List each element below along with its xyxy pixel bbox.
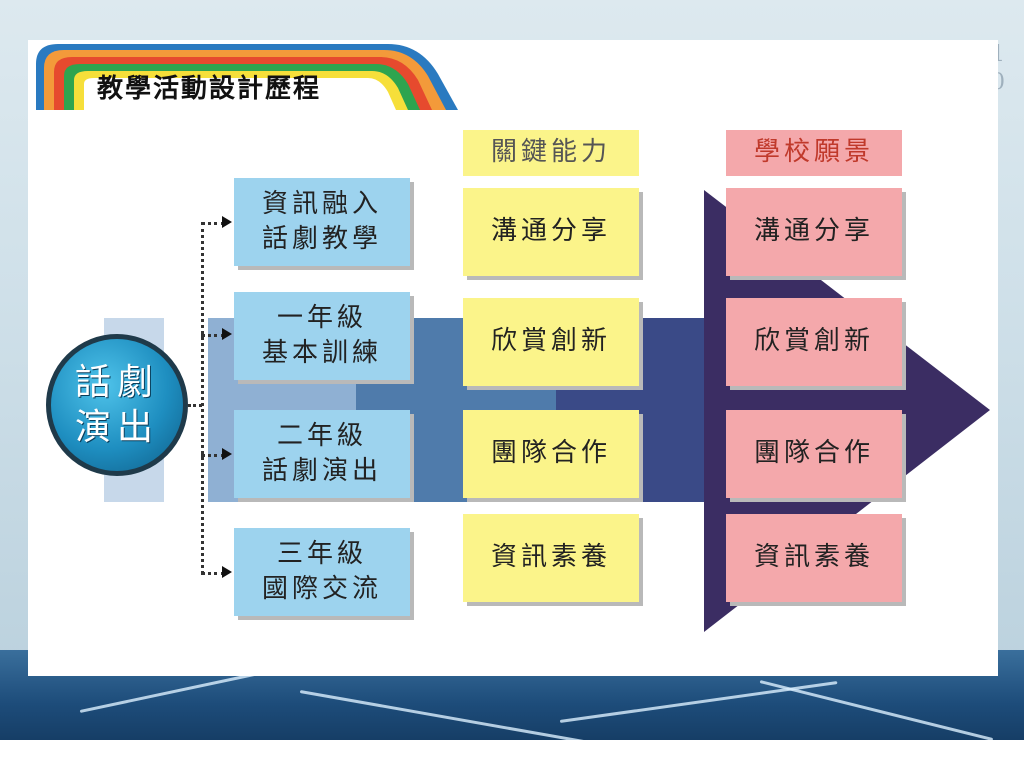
connector-4 bbox=[201, 572, 225, 575]
connector-vertical bbox=[201, 222, 204, 574]
activity-4-line2: 國際交流 bbox=[261, 574, 382, 604]
ability-box-2: 欣賞創新 bbox=[463, 298, 639, 386]
vision-box-1: 溝通分享 bbox=[726, 188, 902, 276]
activity-2-line1: 一年級 bbox=[276, 302, 367, 333]
ability-box-1: 溝通分享 bbox=[463, 188, 639, 276]
drama-performance-node: 話劇 演出 bbox=[46, 334, 188, 476]
activity-1-line2: 話劇教學 bbox=[261, 224, 382, 254]
activity-box-3: 二年級話劇演出 bbox=[234, 410, 410, 498]
center-node-line1: 話劇 bbox=[74, 362, 159, 403]
activity-3-line2: 話劇演出 bbox=[261, 456, 382, 486]
ability-box-3: 團隊合作 bbox=[463, 410, 639, 498]
vision-box-3: 團隊合作 bbox=[726, 410, 902, 498]
activity-2-line2: 基本訓練 bbox=[261, 338, 382, 368]
activity-box-1: 資訊融入話劇教學 bbox=[234, 178, 410, 266]
activity-4-line1: 三年級 bbox=[276, 538, 367, 569]
school-vision-header: 學校願景 bbox=[726, 130, 902, 176]
connector-hub bbox=[188, 404, 202, 407]
connector-2 bbox=[201, 334, 225, 337]
arrow-right-icon bbox=[222, 216, 232, 228]
activity-box-2: 一年級基本訓練 bbox=[234, 292, 410, 380]
activity-box-4: 三年級國際交流 bbox=[234, 528, 410, 616]
slide-title: 教學活動設計歷程 bbox=[97, 74, 322, 104]
ability-box-4: 資訊素養 bbox=[463, 514, 639, 602]
key-abilities-header: 關鍵能力 bbox=[463, 130, 639, 176]
arrow-right-icon bbox=[222, 566, 232, 578]
arrow-right-icon bbox=[222, 328, 232, 340]
vision-box-2: 欣賞創新 bbox=[726, 298, 902, 386]
connector-1 bbox=[201, 222, 225, 225]
footer-strip bbox=[0, 740, 1024, 768]
activity-3-line1: 二年級 bbox=[276, 420, 367, 451]
rainbow-banner-icon bbox=[36, 44, 458, 110]
arrow-right-icon bbox=[222, 448, 232, 460]
activity-1-line1: 資訊融入 bbox=[261, 188, 382, 219]
center-node-line2: 演出 bbox=[74, 407, 159, 448]
vision-box-4: 資訊素養 bbox=[726, 514, 902, 602]
connector-3 bbox=[201, 454, 225, 457]
